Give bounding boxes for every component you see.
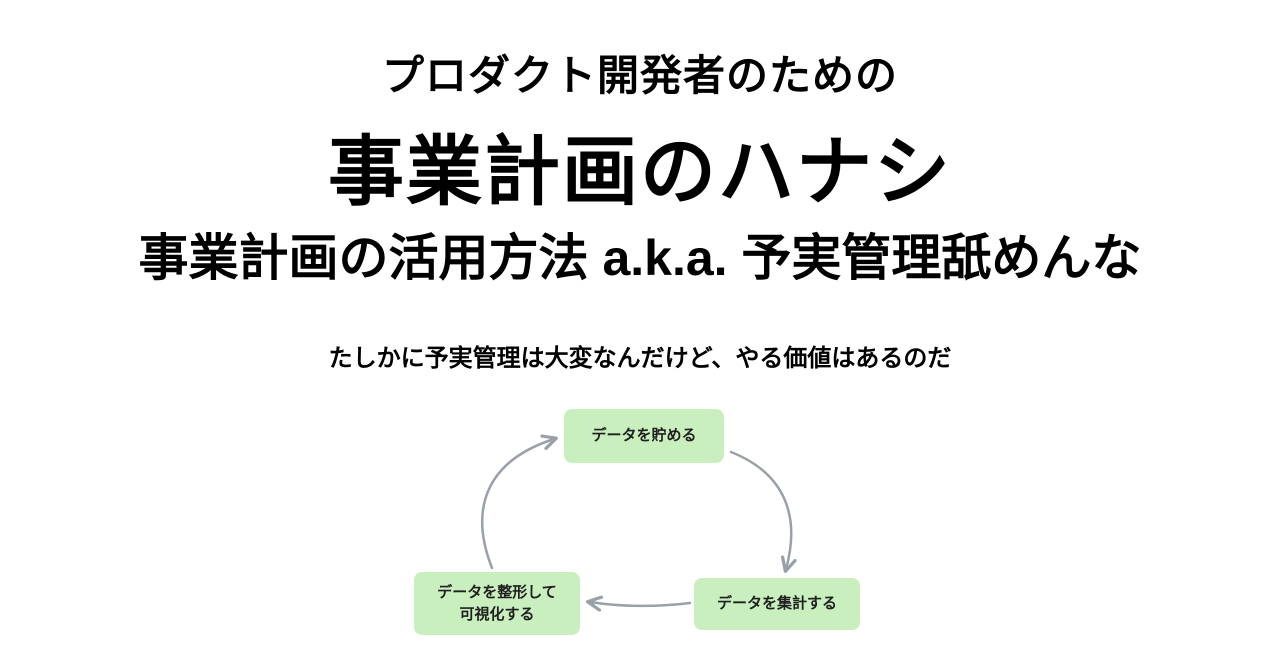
slide-caption: たしかに予実管理は大変なんだけど、やる価値はあるのだ [328, 345, 952, 372]
slide-subtitle: 事業計画の活用方法 a.k.a. 予実管理舐めんな [138, 230, 1142, 286]
arrow-visualize-to-store-icon [481, 434, 558, 570]
arrow-aggregate-to-visualize-icon [585, 595, 692, 612]
node-visualize-data: データを整形して 可視化する [414, 572, 580, 635]
node-store-data: データを貯める [564, 409, 724, 463]
arrow-store-to-aggregate-icon [729, 450, 797, 573]
node-aggregate-data: データを集計する [694, 578, 860, 630]
slide-title: 事業計画のハナシ [328, 130, 952, 215]
slide-supertitle: プロダクト開発者のための [381, 52, 898, 99]
